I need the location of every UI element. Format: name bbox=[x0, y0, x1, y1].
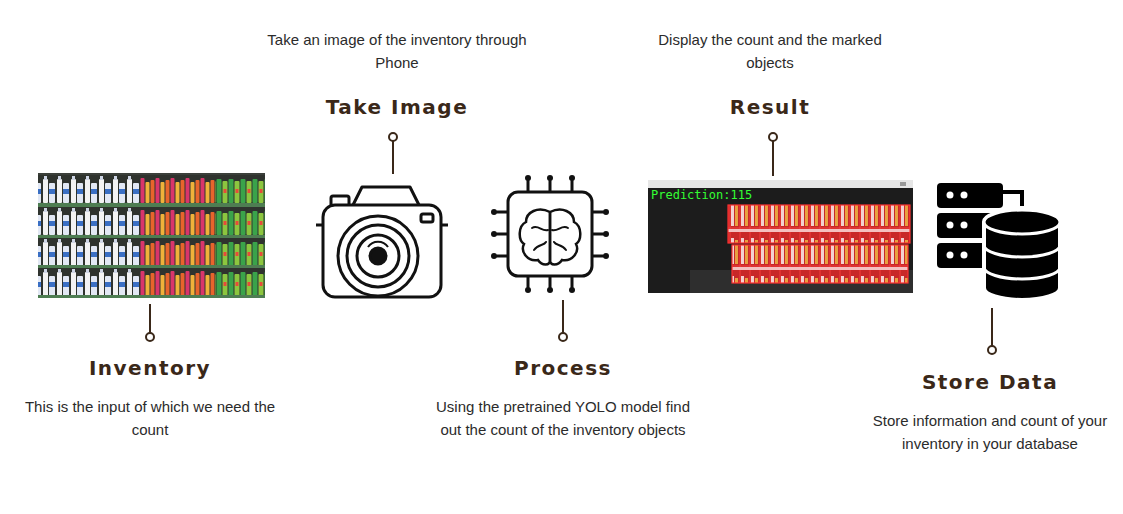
step-node: ProcessUsing the pretrained YOLO model f… bbox=[428, 355, 698, 441]
shelf-photo bbox=[38, 173, 265, 298]
step-description: Using the pretrained YOLO model find out… bbox=[428, 395, 698, 441]
step-node: Result Display the count and the marked o… bbox=[639, 28, 901, 120]
camera-icon bbox=[316, 187, 448, 297]
step-title: Process bbox=[514, 355, 612, 381]
step-node: InventoryThis is the input of which we n… bbox=[5, 355, 295, 441]
step-title: Store Data bbox=[922, 369, 1058, 395]
result-screenshot bbox=[648, 180, 913, 293]
leader-lines bbox=[146, 133, 996, 354]
step-title: Result bbox=[730, 94, 811, 120]
step-description: This is the input of which we need the c… bbox=[5, 395, 295, 441]
step-description: Display the count and the marked objects bbox=[639, 28, 901, 74]
step-description: Store information and count of your inve… bbox=[865, 409, 1115, 455]
step-node: Store DataStore information and count of… bbox=[865, 369, 1115, 455]
step-title: Take Image bbox=[326, 94, 469, 120]
step-node: Take Image Take an image of the inventory… bbox=[266, 28, 528, 120]
step-title: Inventory bbox=[89, 355, 211, 381]
prediction-label: Prediction:115 bbox=[651, 188, 752, 202]
database-icon bbox=[937, 183, 1060, 300]
ai-chip-icon bbox=[491, 175, 609, 293]
step-description: Take an image of the inventory through P… bbox=[266, 28, 528, 74]
